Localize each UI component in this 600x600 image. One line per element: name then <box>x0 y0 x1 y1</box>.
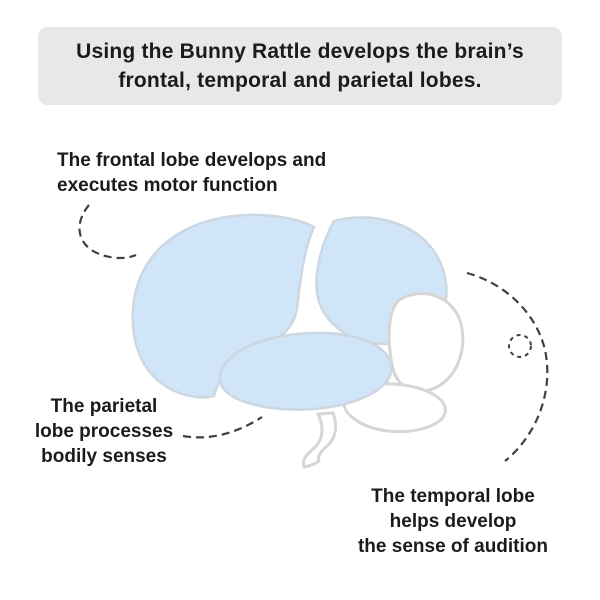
parietal-label-line-1: The parietal <box>50 396 158 417</box>
temporal-lobe-label: The temporal lobe helps develop the sens… <box>340 484 566 559</box>
parietal-lobe-label: The parietal lobe processes bodily sense… <box>24 394 184 469</box>
temporal-label-line-3: the sense of audition <box>357 536 549 557</box>
temporal-pointer-line <box>466 271 549 462</box>
brain-stem-shape <box>301 411 338 469</box>
temporal-label-line-1: The temporal lobe <box>371 486 535 507</box>
frontal-lobe-label: The frontal lobe develops and executes m… <box>57 148 326 198</box>
occipital-lobe-shape <box>387 292 465 393</box>
frontal-label-line-1: The frontal lobe develops and <box>57 150 327 171</box>
parietal-pointer-line <box>182 416 263 439</box>
parietal-label-line-3: bodily senses <box>41 446 167 467</box>
temporal-pointer-circle <box>508 334 532 358</box>
temporal-label-line-2: helps develop <box>389 511 517 532</box>
title-line-2: frontal, temporal and parietal lobes. <box>118 69 482 92</box>
frontal-label-line-2: executes motor function <box>57 175 278 196</box>
frontal-pointer-line <box>78 204 137 260</box>
title-banner: Using the Bunny Rattle develops the brai… <box>38 27 562 105</box>
frontal-lobe-shape <box>131 213 316 399</box>
parietal-label-line-2: lobe processes <box>34 421 174 442</box>
title-line-1: Using the Bunny Rattle develops the brai… <box>76 40 524 63</box>
temporal-lobe-shape <box>218 331 393 411</box>
